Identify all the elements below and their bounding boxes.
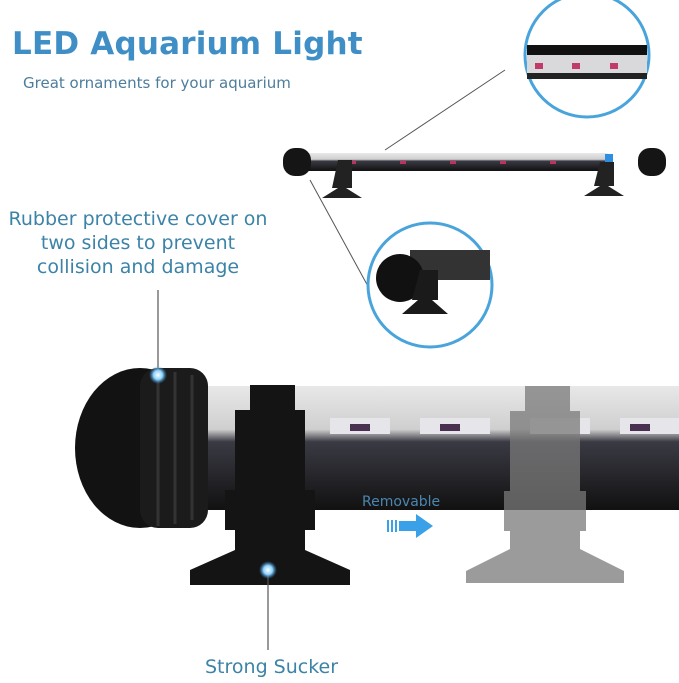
sucker-callout: Strong Sucker [205,656,339,678]
cover-callout-line: collision and damage [36,256,240,278]
endcap-closeup-circle [366,221,494,349]
large-light-bar [75,368,679,585]
glowing-dot-icon [259,561,277,579]
subtitle: Great ornaments for your aquarium [23,74,291,92]
arrow-right-icon [387,514,433,538]
cover-callout-line: Rubber protective cover on [8,208,268,230]
small-light-bar [283,148,666,198]
leader-line [309,179,371,291]
cover-callout-line: two sides to prevent [40,232,236,254]
led-closeup-circle [523,0,651,119]
cover-callout: Rubber protective cover on two sides to … [0,207,276,279]
leader-line [384,69,506,151]
glowing-dot-icon [149,366,167,384]
removable-label: Removable [362,494,441,510]
page-title: LED Aquarium Light [12,26,363,62]
